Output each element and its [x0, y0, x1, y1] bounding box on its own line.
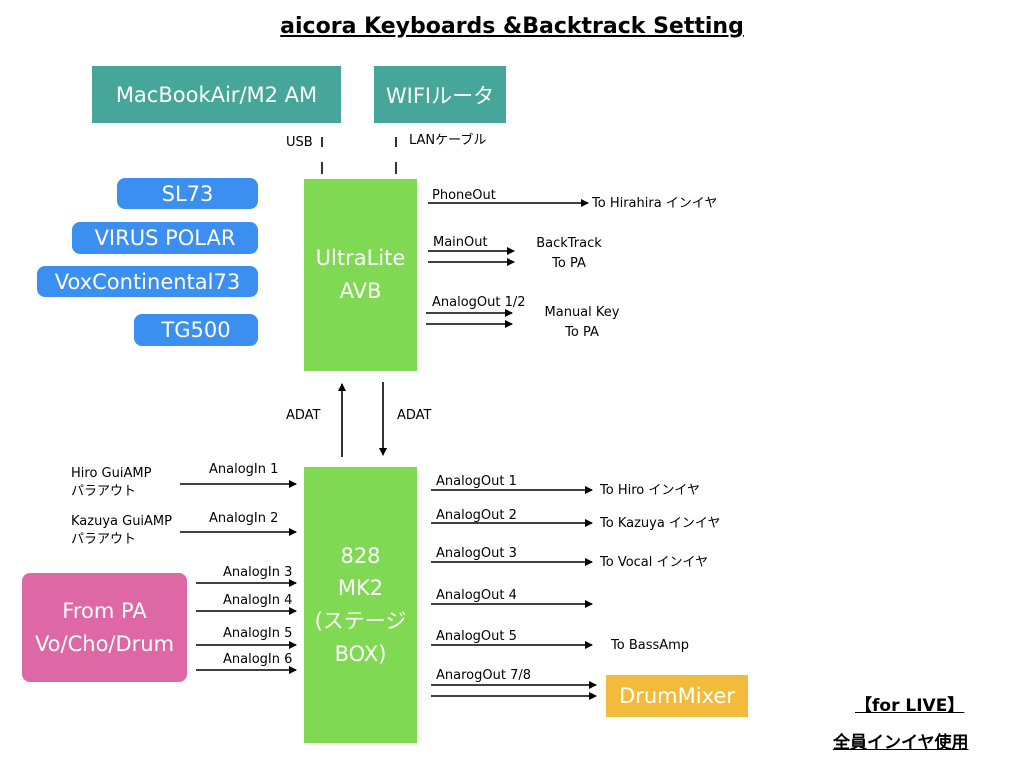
analog-in-5-label: AnalogIn 5 [223, 626, 293, 641]
box-828-line1: 828 [340, 543, 381, 568]
main-out-destination: BackTrack To PA [522, 234, 616, 273]
main-out-label: MainOut [433, 235, 488, 250]
hiro-guiamp-label: Hiro GuiAMP パラアウト [71, 465, 151, 501]
from-pa-line2: Vo/Cho/Drum [34, 631, 175, 656]
wifi-router-box: WIFIルータ [374, 66, 506, 123]
hiro-guiamp-line1: Hiro GuiAMP [71, 466, 152, 481]
analog-in-3-label: AnalogIn 3 [223, 565, 293, 580]
main-out-dest-line2: To PA [552, 255, 586, 271]
lan-cable-label: LANケーブル [409, 133, 487, 148]
analog-out-5-label: AnalogOut 5 [436, 629, 517, 644]
analog-out-12-destination: Manual Key To PA [535, 303, 629, 342]
analog-out-12-dest-line2: To PA [565, 324, 599, 340]
analog-out-5-destination: To BassAmp [611, 638, 690, 653]
analog-out-12-dest-line1: Manual Key [544, 305, 620, 320]
kazuya-guiamp-label: Kazuya GuiAMP パラアウト [71, 513, 172, 549]
analog-out-3-label: AnalogOut 3 [436, 546, 517, 561]
box-828-line2: MK2 [337, 576, 384, 601]
box-828-line4: BOX) [334, 641, 387, 666]
kazuya-guiamp-line1: Kazuya GuiAMP [71, 514, 172, 529]
box-828-line3: (ステージ [314, 609, 407, 633]
analog-in-2-label: AnalogIn 2 [209, 511, 279, 526]
hiro-guiamp-line2: パラアウト [71, 484, 137, 500]
analog-in-4-label: AnalogIn 4 [223, 593, 293, 608]
drum-mixer-box: DrumMixer [606, 675, 748, 717]
analog-out-4-label: AnalogOut 4 [436, 588, 517, 603]
main-out-dest-line1: BackTrack [536, 236, 602, 251]
adat-down-label: ADAT [397, 408, 432, 423]
ultralite-line2: AVB [339, 279, 382, 303]
analog-out-12-label: AnalogOut 1/2 [432, 295, 526, 310]
keyboard-sl73: SL73 [117, 178, 258, 209]
from-pa-line1: From PA [62, 598, 147, 623]
box-828-mk2: 828 MK2 (ステージ BOX) [304, 467, 417, 743]
diagram-title: aicora Keyboards &Backtrack Setting [280, 14, 744, 39]
analog-in-1-label: AnalogIn 1 [209, 462, 279, 477]
analog-in-6-label: AnalogIn 6 [223, 652, 293, 667]
analog-out-3-destination: To Vocal インイヤ [600, 555, 709, 570]
from-pa-box: From PA Vo/Cho/Drum [22, 573, 187, 682]
analog-out-2-destination: To Kazuya インイヤ [600, 516, 721, 531]
analog-out-1-destination: To Hiro インイヤ [600, 483, 700, 498]
analog-out-1-label: AnalogOut 1 [436, 474, 517, 489]
kazuya-guiamp-line2: パラアウト [71, 532, 137, 548]
analog-out-2-label: AnalogOut 2 [436, 508, 517, 523]
analog-out-78-label: AnarogOut 7/8 [436, 668, 531, 683]
usb-label: USB [286, 135, 313, 150]
keyboard-voxcontinental73: VoxContinental73 [37, 266, 258, 297]
macbook-box: MacBookAir/M2 AM [92, 66, 341, 123]
keyboard-virus-polar: VIRUS POLAR [72, 222, 258, 254]
phone-out-destination: To Hirahira インイヤ [592, 196, 718, 211]
keyboard-tg500: TG500 [134, 314, 258, 346]
in-ear-note: 全員インイヤ使用 [833, 733, 969, 753]
for-live-label: 【for LIVE】 [855, 696, 965, 716]
phone-out-label: PhoneOut [432, 188, 496, 203]
adat-up-label: ADAT [286, 408, 321, 423]
ultralite-line1: UltraLite [315, 246, 406, 271]
